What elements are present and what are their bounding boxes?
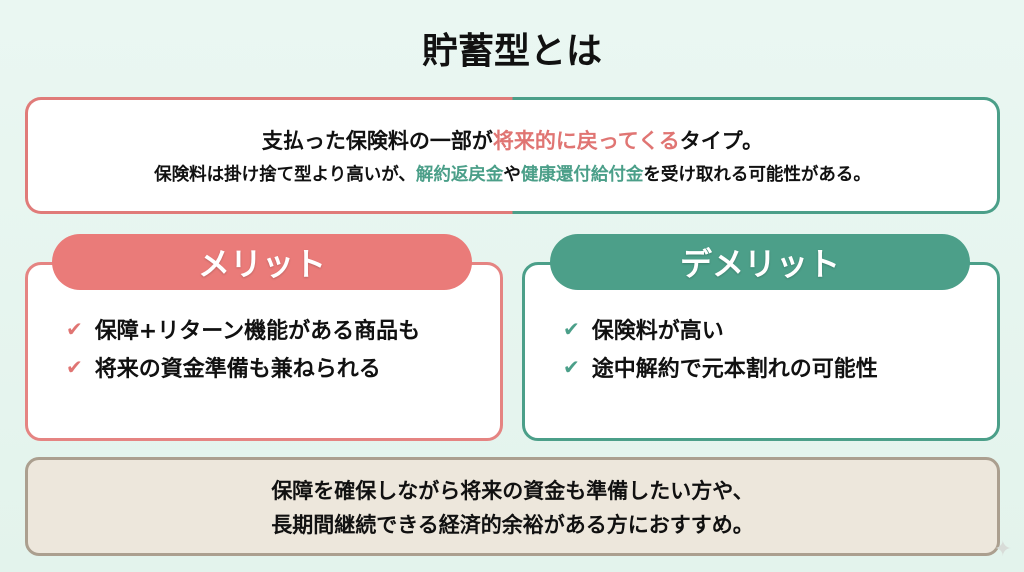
text: 保険料は掛け捨て型より高いが、: [154, 165, 416, 185]
item-text: 保険料が高い: [591, 319, 724, 344]
item-text: 将来の資金準備も兼ねられる: [94, 357, 381, 382]
merit-card: ✔ 保障+リターン機能がある商品も ✔ 将来の資金準備も兼ねられる: [25, 262, 503, 441]
list-item: ✔ 保障+リターン機能がある商品も: [66, 310, 500, 348]
intro-box: 支払った保険料の一部が将来的に戻ってくるタイプ。 保険料は掛け捨て型より高いが、…: [25, 97, 1000, 214]
demerit-header: デメリット: [550, 234, 970, 290]
merit-header: メリット: [52, 234, 472, 290]
recommendation-line-2: 長期間継続できる経済的余裕がある方におすすめ。: [271, 512, 754, 537]
check-icon: ✔: [66, 355, 83, 379]
demerit-card: ✔ 保険料が高い ✔ 途中解約で元本割れの可能性: [522, 262, 1000, 441]
item-text: 保障+リターン機能がある商品も: [94, 319, 421, 344]
text: タイプ。: [679, 129, 764, 153]
highlight-text: 健康還付給付金: [520, 165, 644, 185]
list-item: ✔ 途中解約で元本割れの可能性: [563, 348, 997, 386]
check-icon: ✔: [563, 355, 580, 379]
list-item: ✔ 保険料が高い: [563, 310, 997, 348]
highlight-text: 解約返戻金: [415, 165, 504, 185]
page-title: 貯蓄型とは: [421, 31, 602, 72]
highlight-text: 将来的に戻ってくる: [492, 129, 680, 153]
check-icon: ✔: [563, 317, 580, 341]
text: や: [503, 165, 521, 185]
check-icon: ✔: [66, 317, 83, 341]
text: を受け取れる可能性がある。: [643, 165, 871, 185]
list-item: ✔ 将来の資金準備も兼ねられる: [66, 348, 500, 386]
text: 支払った保険料の一部が: [261, 129, 493, 153]
recommendation-line-1: 保障を確保しながら将来の資金も準備したい方や、: [271, 478, 754, 503]
item-text: 途中解約で元本割れの可能性: [591, 357, 878, 382]
intro-line-2: 保険料は掛け捨て型より高いが、解約返戻金や健康還付給付金を受け取れる可能性がある…: [154, 161, 871, 186]
intro-line-1: 支払った保険料の一部が将来的に戻ってくるタイプ。: [262, 125, 763, 155]
recommendation-box: 保障を確保しながら将来の資金も準備したい方や、 長期間継続できる経済的余裕がある…: [25, 457, 1000, 556]
sparkle-icon: ✦: [993, 537, 1012, 562]
